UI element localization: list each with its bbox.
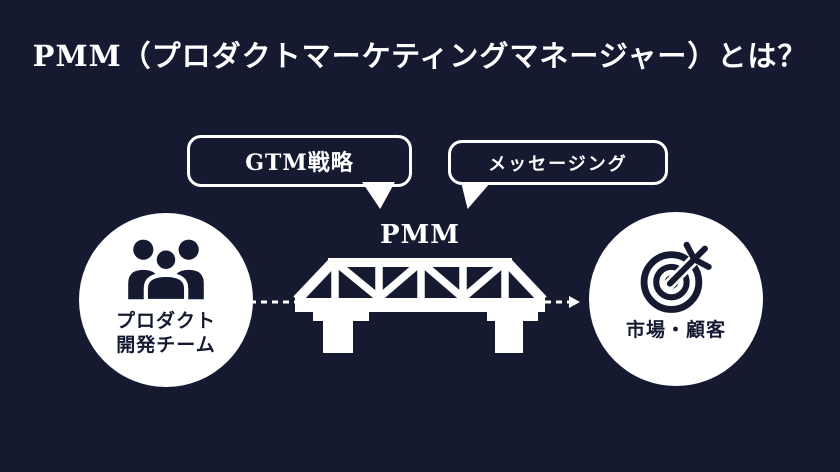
truss-bridge-icon [293, 258, 547, 353]
page-title: PMM（プロダクトマーケティングマネージャー）とは？ [32, 39, 808, 73]
node-product-team-label: プロダクト 開発チーム [116, 309, 216, 358]
callout-messaging-label: メッセージング [488, 153, 628, 175]
node-market-customers-label: 市場・顧客 [625, 319, 726, 341]
callout-gtm-label: GTM戦略 [245, 150, 354, 176]
target-dart-icon [640, 241, 712, 313]
bridge-label: PMM [379, 220, 461, 250]
arrowhead-icon [569, 296, 580, 308]
node-product-team-line2: 開発チーム [116, 334, 216, 357]
node-product-team-line1: プロダクト [115, 310, 216, 332]
team-people-icon [128, 239, 204, 301]
callout-messaging: メッセージング [448, 140, 668, 185]
node-market-customers: 市場・顧客 [589, 212, 763, 386]
callout-gtm-strategy: GTM戦略 [187, 135, 412, 187]
node-product-team: プロダクト 開発チーム [79, 213, 253, 387]
